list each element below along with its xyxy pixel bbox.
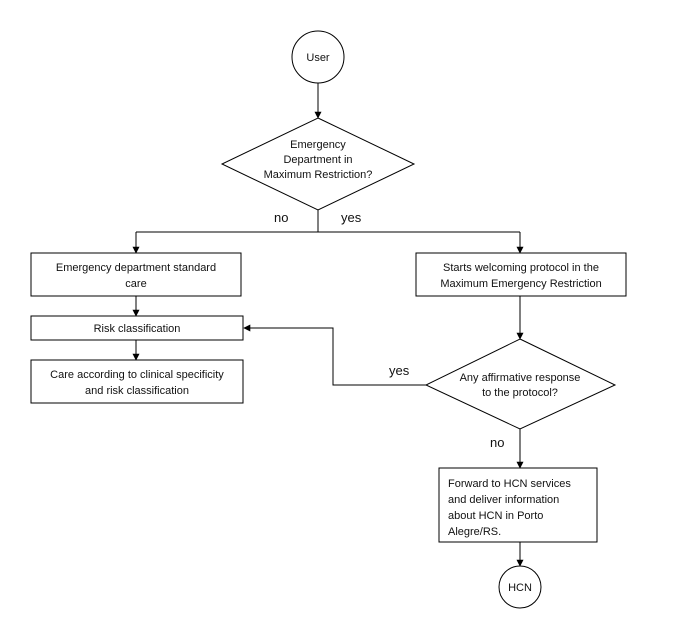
risk-classification-label: Risk classification [94,323,181,335]
decision1-line-2: Department in [283,154,352,166]
process-risk-classification: Risk classification [30,315,244,341]
edge-label-d2-no: no [490,435,504,450]
edge-label-d1-yes: yes [341,210,362,225]
decision-emergency-restriction: Emergency Department in Maximum Restrict… [220,117,416,211]
care-line-1: Care according to clinical specificity [50,369,224,381]
start-node-label: User [306,52,330,64]
process-forward-hcn: Forward to HCN services and deliver info… [438,467,598,543]
decision-affirmative-response: Any affirmative response to the protocol… [424,338,617,430]
process-welcoming-protocol: Starts welcoming protocol in the Maximum… [415,252,627,297]
edge-label-d2-yes: yes [389,363,410,378]
forward-line-4: Alegre/RS. [448,526,501,538]
decision2-line-2: to the protocol? [482,387,558,399]
edge-label-d1-no: no [274,210,288,225]
standard-care-line-1: Emergency department standard [56,262,216,274]
forward-line-1: Forward to HCN services [448,478,571,490]
welcoming-line-2: Maximum Emergency Restriction [440,278,601,290]
welcoming-line-1: Starts welcoming protocol in the [443,262,599,274]
decision2-line-1: Any affirmative response [460,372,581,384]
decision1-line-1: Emergency [290,139,346,151]
edge-decision2-yes-to-risk [243,324,426,386]
care-line-2: and risk classification [85,385,189,397]
standard-care-line-2: care [125,278,146,290]
end-node-label: HCN [508,582,532,594]
process-standard-care: Emergency department standard care [30,252,242,297]
forward-line-3: about HCN in Porto [448,510,543,522]
forward-line-2: and deliver information [448,494,559,506]
end-node-hcn: HCN [498,565,542,609]
decision1-line-3: Maximum Restriction? [264,169,373,181]
process-care-according: Care according to clinical specificity a… [30,359,244,404]
connectors [132,83,524,567]
start-node-user: User [291,30,345,84]
